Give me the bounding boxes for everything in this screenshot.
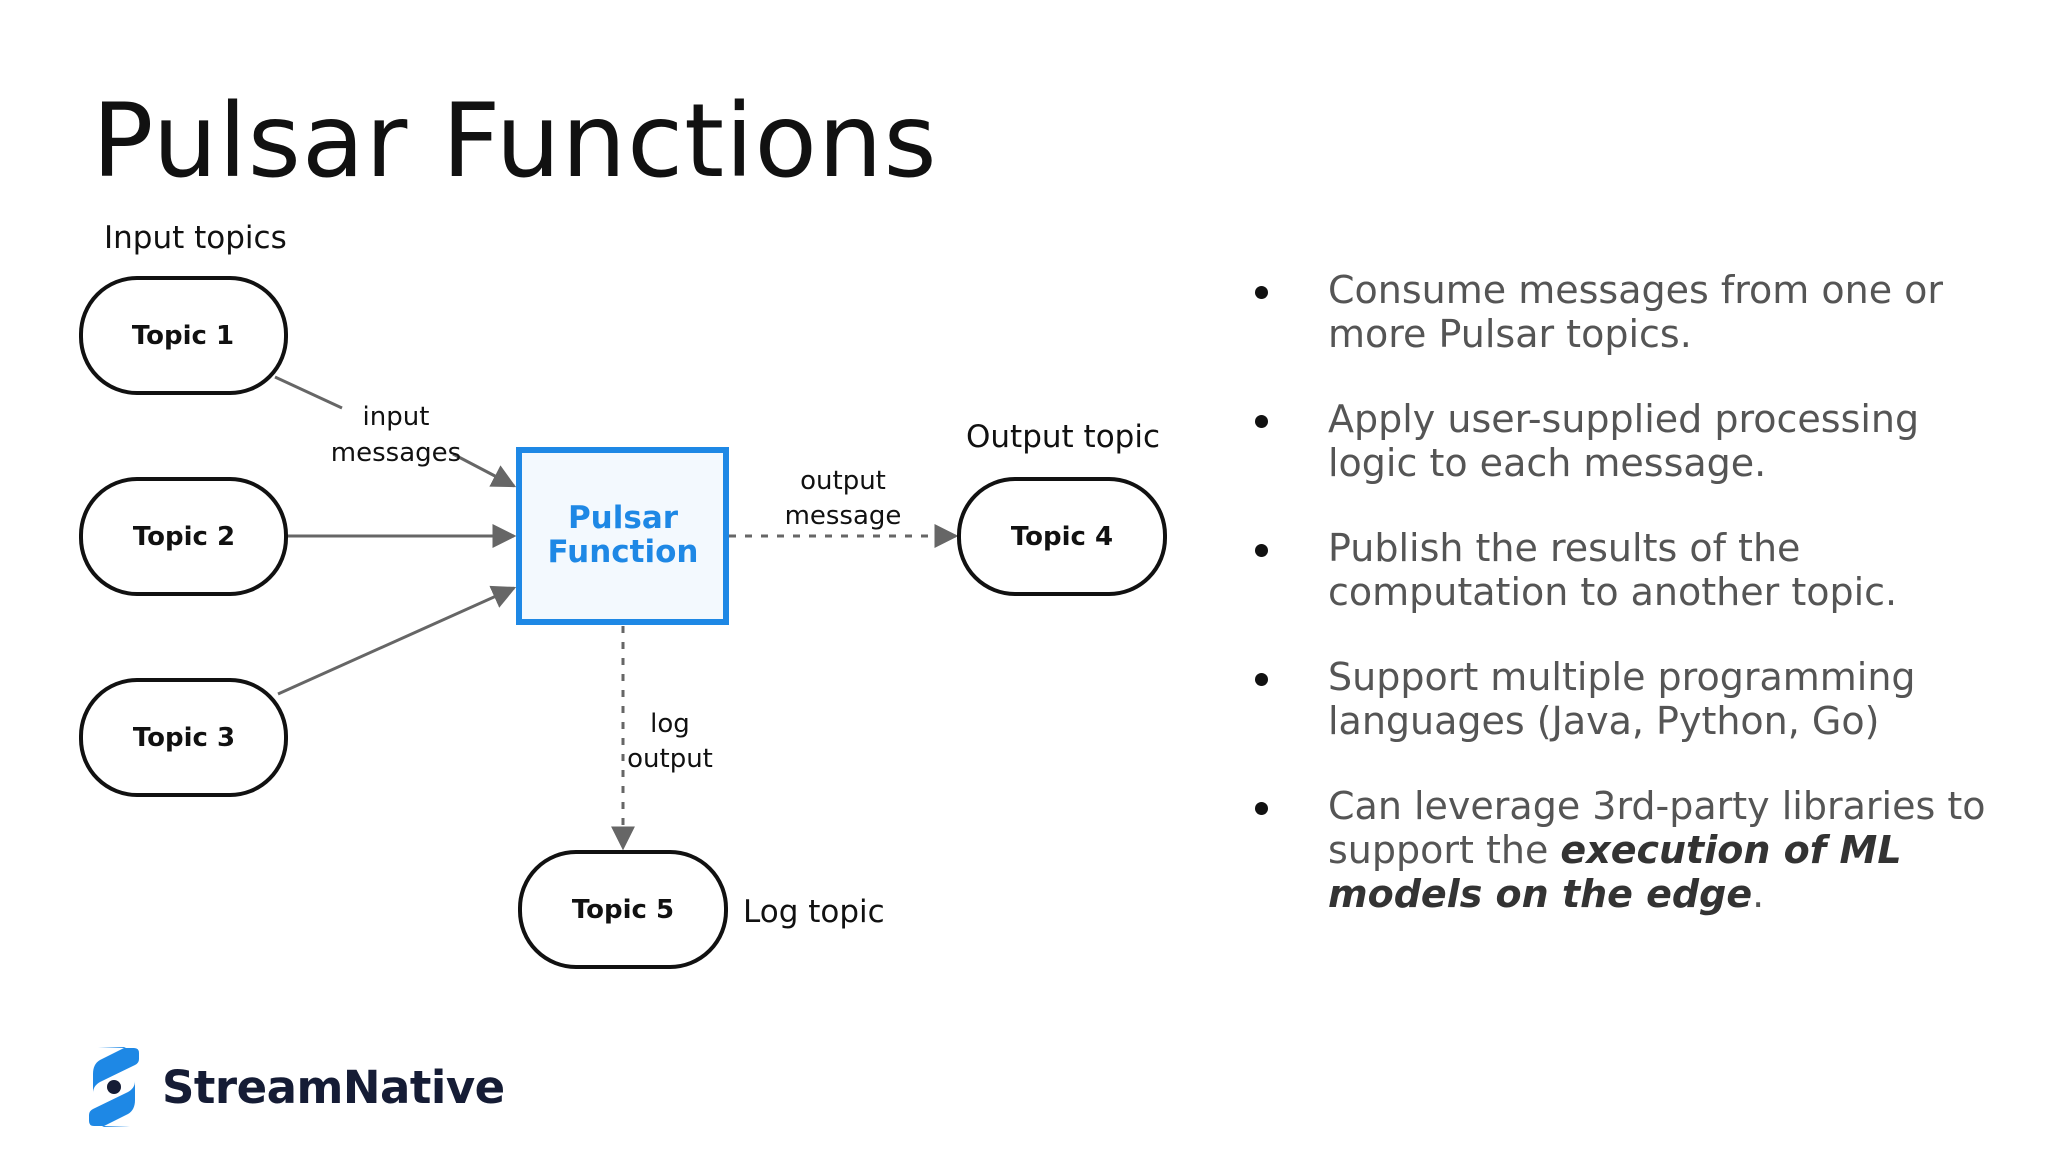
streamnative-logo-icon (89, 1047, 139, 1127)
bullet-item: Publish the results of the computation t… (1250, 526, 2010, 614)
topic-node-1: Topic 1 (79, 276, 288, 395)
input-topics-label: Input topics (104, 220, 287, 256)
bullet-dot-icon (1255, 286, 1268, 299)
bullet-dot-icon (1255, 673, 1268, 686)
bullet-dot-icon (1255, 415, 1268, 428)
bullet-text-post: . (1752, 872, 1765, 916)
edge-topic1-to-function (274, 375, 343, 410)
output-edge-label-line2: message (785, 501, 902, 531)
bullet-text: Consume messages from one or more Pulsar… (1328, 268, 1944, 356)
bullet-text: Apply user-supplied processing logic to … (1328, 397, 1920, 485)
streamnative-logo: StreamNative (86, 1042, 505, 1132)
feature-bullet-list: Consume messages from one or more Pulsar… (1250, 268, 2010, 957)
bullet-item: Consume messages from one or more Pulsar… (1250, 268, 2010, 356)
log-topic-label: Log topic (743, 894, 885, 930)
bullet-text: Publish the results of the computation t… (1328, 526, 1898, 614)
function-label-line2: Function (548, 534, 699, 570)
input-edge-label-line1: input (363, 402, 430, 432)
input-edge-label-line2: messages (331, 438, 461, 468)
slide-title: Pulsar Functions (92, 82, 938, 201)
edge-topic3-to-function (277, 585, 517, 696)
bullet-dot-icon (1255, 544, 1268, 557)
bullet-text-emphasis: execution of ML models on the edge (1328, 828, 1902, 916)
topic-node-3: Topic 3 (79, 678, 288, 797)
function-label-line1: Pulsar (568, 500, 679, 536)
log-edge-label-line2: output (627, 744, 713, 774)
bullet-item: Apply user-supplied processing logic to … (1250, 397, 2010, 485)
bullet-text: Can leverage 3rd-party libraries to supp… (1328, 784, 1985, 916)
log-edge-label-line1: log (650, 709, 690, 739)
bullet-dot-icon (1255, 802, 1268, 815)
topic-node-label: Topic 4 (1011, 522, 1113, 552)
topic-node-label: Topic 2 (133, 522, 235, 552)
topic-node-4: Topic 4 (957, 477, 1167, 596)
brand-name: StreamNative (162, 1060, 505, 1114)
topic-node-2: Topic 2 (79, 477, 288, 596)
output-topic-label: Output topic (966, 419, 1160, 455)
topic-node-label: Topic 1 (132, 321, 234, 351)
topic-node-5: Topic 5 (518, 850, 728, 969)
bullet-text-pre: Can leverage 3rd-party libraries to supp… (1328, 784, 1986, 872)
pulsar-function-node: Pulsar Function (516, 447, 729, 625)
topic-node-label: Topic 5 (572, 895, 674, 925)
bullet-item: Support multiple programming languages (… (1250, 655, 2010, 743)
bullet-text: Support multiple programming languages (… (1328, 655, 1916, 743)
output-edge-label-line1: output (800, 466, 886, 496)
topic-node-label: Topic 3 (133, 723, 235, 753)
edge-input-messages-arrow (452, 452, 517, 488)
bullet-item: Can leverage 3rd-party libraries to supp… (1250, 784, 2010, 916)
